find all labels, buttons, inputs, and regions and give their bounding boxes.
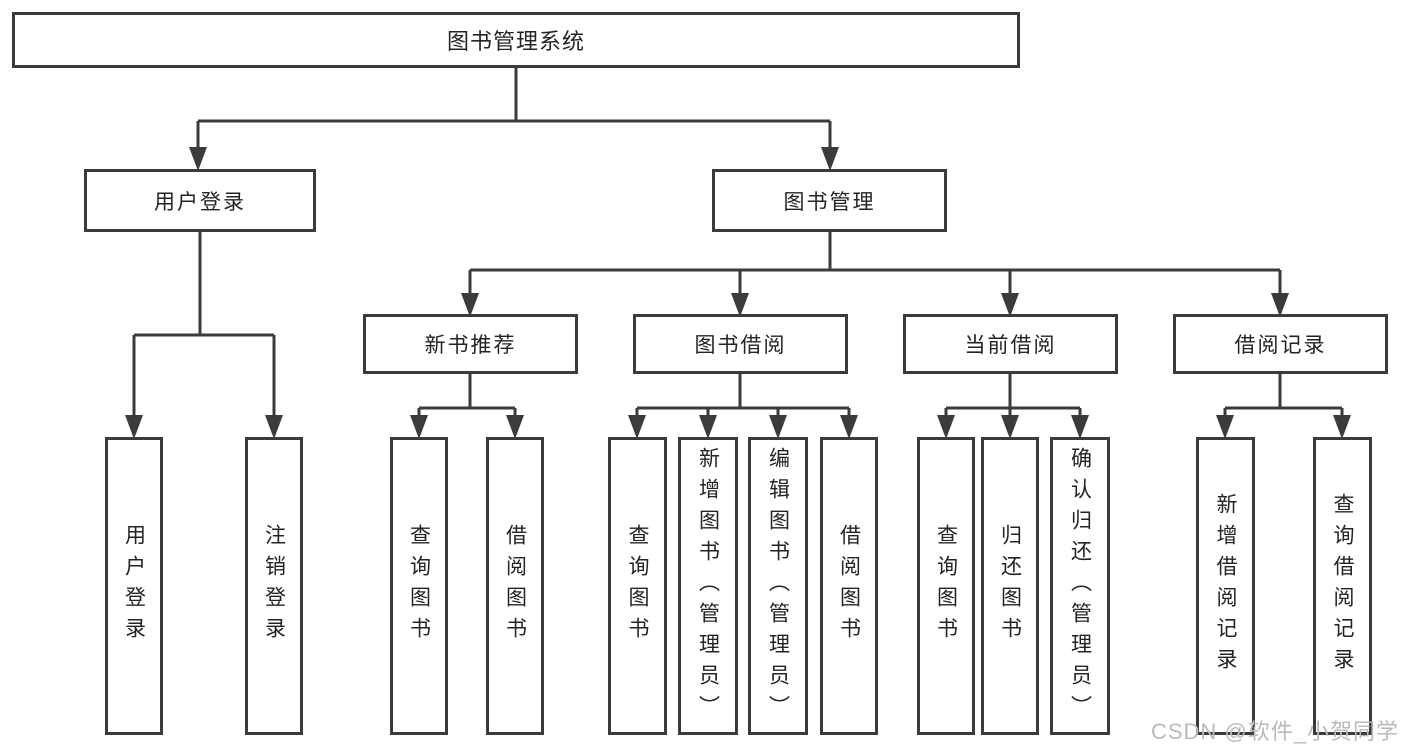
node-current-borrowing-label: 当前借阅 xyxy=(964,334,1057,357)
leaf-user-login: 用户登录 xyxy=(105,437,163,735)
leaf-query-books-current: 查询图书 xyxy=(917,437,975,735)
leaf-query-books-recommend-label: 查询图书 xyxy=(407,524,431,648)
node-book-borrowing: 图书借阅 xyxy=(633,314,848,374)
leaf-add-borrow-record-label: 新增借阅记录 xyxy=(1214,493,1237,679)
leaf-user-login-label: 用户登录 xyxy=(122,524,146,648)
node-library-system: 图书管理系统 xyxy=(12,12,1020,68)
leaf-borrow-books-recommend: 借阅图书 xyxy=(486,437,544,735)
node-library-system-label: 图书管理系统 xyxy=(446,29,585,54)
csdn-watermark: CSDN @软件_小贺同学 xyxy=(1150,719,1399,744)
leaf-edit-book-admin: 编辑图书（管理员） xyxy=(748,437,808,735)
node-book-borrowing-label: 图书借阅 xyxy=(694,334,787,357)
leaf-borrow-books-borrowing: 借阅图书 xyxy=(820,437,878,735)
leaf-add-book-admin-label: 新增图书（管理员） xyxy=(696,446,720,726)
node-book-management-label: 图书管理 xyxy=(783,190,876,214)
leaf-query-borrow-record: 查询借阅记录 xyxy=(1313,437,1372,735)
leaf-query-books-current-label: 查询图书 xyxy=(934,524,958,648)
leaf-query-books-borrowing: 查询图书 xyxy=(608,437,667,735)
leaf-query-borrow-record-label: 查询借阅记录 xyxy=(1331,493,1354,679)
leaf-add-book-admin: 新增图书（管理员） xyxy=(678,437,738,735)
leaf-add-borrow-record: 新增借阅记录 xyxy=(1196,437,1255,735)
leaf-query-books-borrowing-label: 查询图书 xyxy=(626,524,649,648)
leaf-return-books: 归还图书 xyxy=(981,437,1039,735)
node-borrowing-records: 借阅记录 xyxy=(1173,314,1388,374)
leaf-borrow-books-recommend-label: 借阅图书 xyxy=(503,524,527,648)
node-borrowing-records-label: 借阅记录 xyxy=(1234,334,1327,357)
leaf-borrow-books-borrowing-label: 借阅图书 xyxy=(837,524,861,648)
node-new-book-recommendation-label: 新书推荐 xyxy=(424,334,517,357)
leaf-confirm-return-admin: 确认归还（管理员） xyxy=(1050,437,1110,735)
leaf-confirm-return-admin-label: 确认归还（管理员） xyxy=(1068,446,1092,726)
node-user-login-label: 用户登录 xyxy=(154,190,246,214)
node-book-management: 图书管理 xyxy=(712,169,947,232)
node-user-login: 用户登录 xyxy=(84,169,316,232)
leaf-query-books-recommend: 查询图书 xyxy=(390,437,448,735)
leaf-edit-book-admin-label: 编辑图书（管理员） xyxy=(766,446,790,726)
leaf-return-books-label: 归还图书 xyxy=(998,524,1022,648)
leaf-logout-label: 注销登录 xyxy=(262,524,286,648)
node-current-borrowing: 当前借阅 xyxy=(903,314,1118,374)
node-new-book-recommendation: 新书推荐 xyxy=(363,314,578,374)
leaf-logout: 注销登录 xyxy=(245,437,303,735)
